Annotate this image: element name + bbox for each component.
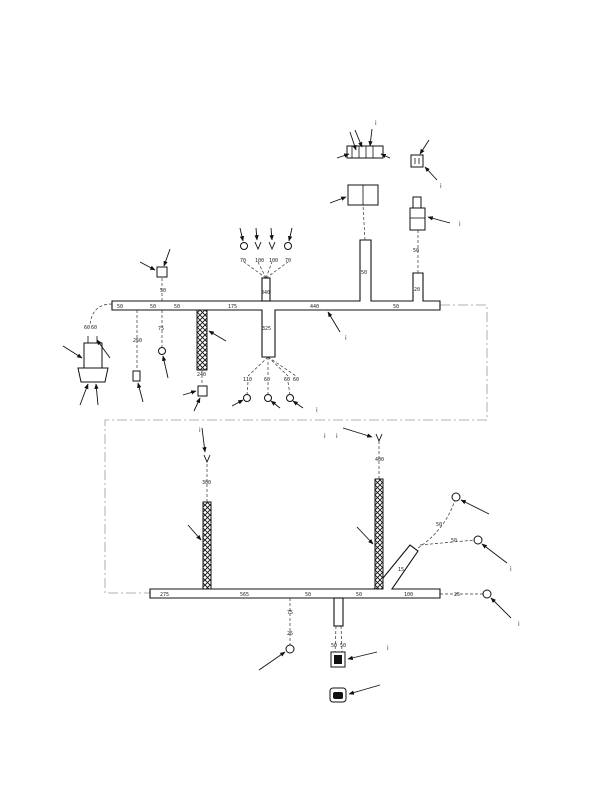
callout-mark: i [375, 120, 377, 127]
trunk-label: 15 [398, 567, 404, 573]
callout-mark: i [345, 335, 347, 342]
connector-length: 70 [285, 258, 291, 264]
connector-latch [334, 655, 342, 664]
branch-label: 60 [293, 377, 299, 383]
ring-terminal [482, 589, 492, 599]
branch-label: 50 [160, 288, 166, 294]
ring-terminal [286, 394, 294, 402]
branch-label: 300 [202, 480, 211, 486]
connector-length: 100 [269, 258, 278, 264]
braided-sleeve-upper [196, 309, 208, 371]
upper-trunk [111, 239, 441, 358]
connector-housing [409, 207, 426, 231]
ring-terminal [158, 347, 166, 355]
branch-label: 240 [197, 372, 206, 378]
trunk-label: 175 [228, 304, 237, 310]
braided-sleeve-right [374, 478, 384, 590]
callout-mark: i [199, 427, 201, 434]
connector-label: 60 [91, 325, 97, 331]
braided-sleeve-left [202, 501, 212, 590]
callout-mark: i [510, 566, 512, 573]
ring-terminal [285, 644, 295, 654]
small-connector [132, 370, 141, 382]
branch-label: 20 [414, 287, 420, 293]
branch-label: 50 [451, 538, 457, 544]
callout-mark: i [459, 221, 461, 228]
spade-terminal [268, 241, 276, 251]
branch-label: 50 [436, 522, 442, 528]
trunk-label: 50 [393, 304, 399, 310]
trunk-label: 565 [240, 592, 249, 598]
lower-harness: 275 565 50 50 100 25 15 300 400 75 25 20… [149, 427, 520, 703]
lower-branch-200 [333, 597, 344, 627]
branch-label: 50 [331, 643, 337, 649]
callout-mark: i [324, 433, 326, 440]
trunk-label: 50 [174, 304, 180, 310]
trunk-label: 50 [305, 592, 311, 598]
spade-terminal [203, 454, 211, 464]
large-connector [83, 342, 103, 369]
connector-length: 100 [255, 258, 264, 264]
trunk-label: 25 [454, 592, 460, 598]
small-connector [156, 266, 168, 278]
callout-mark: i [440, 183, 442, 190]
connector-tab [412, 196, 422, 209]
ring-terminal [240, 242, 248, 250]
sheet-split-border [104, 304, 488, 594]
branch-label: 400 [375, 457, 384, 463]
connector-label: 60 [84, 325, 90, 331]
lower-trunk [149, 544, 441, 599]
callout-mark: i [387, 645, 389, 652]
small-connector [410, 154, 424, 168]
callout-mark: i [316, 407, 318, 414]
trunk-label: 100 [404, 592, 413, 598]
ring-terminal [451, 492, 461, 502]
branch-label: 60 [284, 377, 290, 383]
branch-label: 75 [158, 326, 164, 332]
small-connector [197, 385, 208, 397]
spade-terminal [375, 433, 383, 443]
branch-label: 325 [262, 326, 271, 332]
ring-terminal [243, 394, 251, 402]
callout-mark: i [336, 433, 338, 440]
upper-harness: 50 50 50 175 440 50 340 325 50 20 250 75… [62, 120, 461, 414]
connector-length: 70 [240, 258, 246, 264]
trunk-label: 50 [150, 304, 156, 310]
ring-terminal [473, 535, 483, 545]
trunk-label: 275 [160, 592, 169, 598]
branch-label: 50 [340, 643, 346, 649]
branch-label: 250 [133, 338, 142, 344]
branch-label: 50 [361, 270, 367, 276]
callout-mark: i [518, 621, 520, 628]
branch-label: 60 [264, 377, 270, 383]
ring-terminal [284, 242, 292, 250]
spade-terminal [254, 241, 262, 251]
branch-label: 110 [243, 377, 252, 383]
ring-terminal [264, 394, 272, 402]
trunk-label: 50 [356, 592, 362, 598]
trunk-label: 50 [117, 304, 123, 310]
connector-plug-face [333, 692, 343, 699]
branch-label: 50 [413, 248, 419, 254]
connector-flange [77, 367, 109, 383]
trunk-label: 440 [310, 304, 319, 310]
branch-label: 340 [261, 290, 270, 296]
